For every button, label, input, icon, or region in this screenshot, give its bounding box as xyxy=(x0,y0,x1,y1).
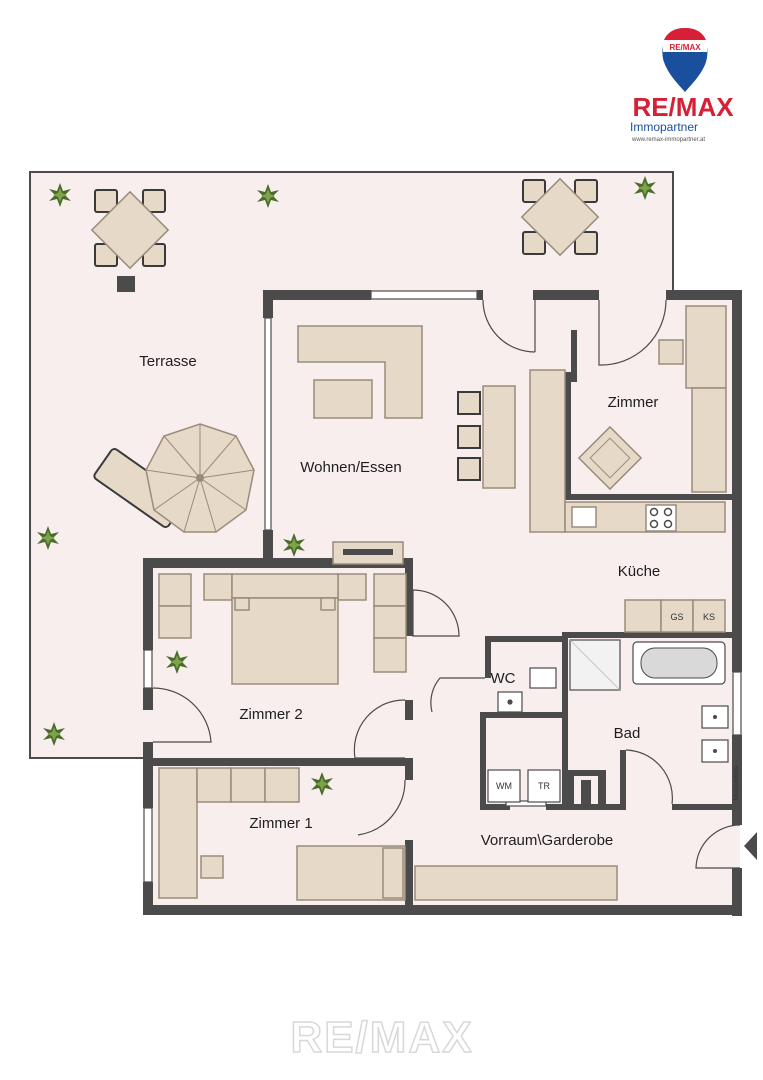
watermark: RE/MAX xyxy=(290,1013,473,1062)
remax-logo: RE/MAX RE/MAX Immopartner www.remax-immo… xyxy=(630,28,734,143)
balloon-text: RE/MAX xyxy=(669,43,701,52)
logo-url: www.remax-immopartner.at xyxy=(631,137,705,143)
fridge-label: KS xyxy=(703,612,715,622)
room-label-bad: Bad xyxy=(614,725,641,742)
parasol-icon xyxy=(145,423,255,533)
credit-label: McGrundriss xyxy=(734,766,740,800)
room-label-zimmer1: Zimmer 1 xyxy=(249,815,312,832)
zimmer1-furniture xyxy=(158,767,406,901)
room-label-zimmer: Zimmer xyxy=(608,394,659,411)
tv-board xyxy=(332,541,404,565)
balloon-icon: RE/MAX xyxy=(662,28,708,92)
wardrobe xyxy=(414,865,618,901)
room-label-terrasse: Terrasse xyxy=(139,353,197,370)
room-label-zimmer2: Zimmer 2 xyxy=(239,706,302,723)
kitchen xyxy=(529,369,726,633)
floor xyxy=(30,172,740,910)
terrace-table-left xyxy=(90,189,170,292)
bath-fixtures xyxy=(487,639,729,804)
walls xyxy=(143,290,742,916)
dryer-label: TR xyxy=(538,781,550,791)
logo-subtitle: Immopartner xyxy=(630,120,698,134)
room-label-wc: WC xyxy=(491,670,516,687)
doors xyxy=(152,299,741,869)
room-label-wohnen-essen: Wohnen/Essen xyxy=(300,459,401,476)
zimmer-furniture xyxy=(577,305,727,493)
windows xyxy=(143,290,742,883)
room-label-kueche: Küche xyxy=(618,563,661,580)
room-label-vorraum: Vorraum\Garderobe xyxy=(481,832,614,849)
wc-fixtures xyxy=(497,667,557,713)
zimmer2-furniture xyxy=(158,573,407,685)
washer-label: WM xyxy=(496,781,512,791)
dining-set xyxy=(457,385,516,489)
dishwasher-label: GS xyxy=(670,612,683,622)
logo-wordmark: RE/MAX xyxy=(632,92,734,122)
entrance-arrow-icon xyxy=(744,832,757,860)
sofa xyxy=(297,325,423,419)
terrace-outline xyxy=(29,171,674,759)
terrace-floor xyxy=(30,172,673,758)
terrace-table-right xyxy=(520,177,600,257)
